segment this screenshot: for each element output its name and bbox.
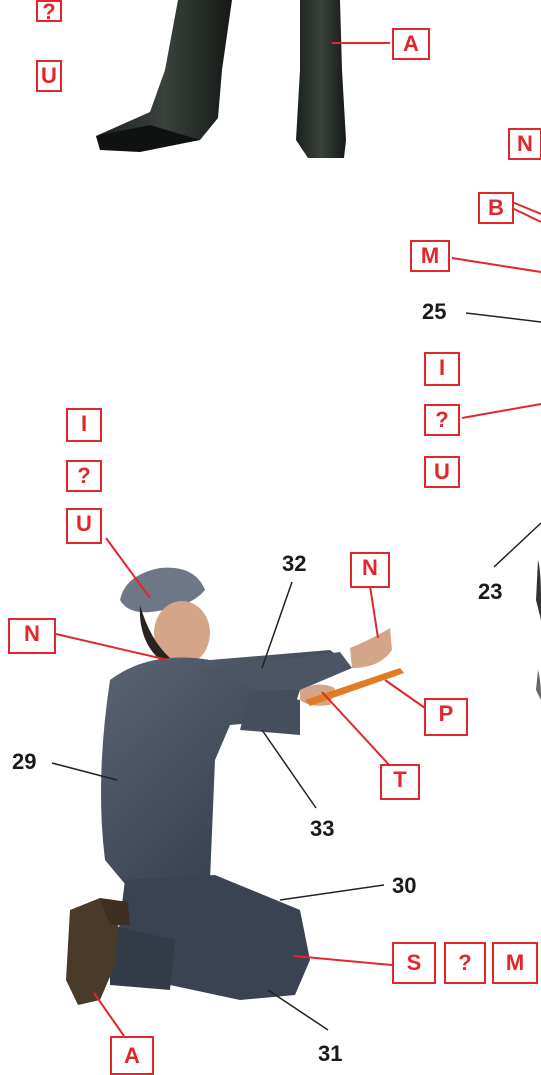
callout-t: T [380,764,420,800]
callout-n-right: N [508,128,541,160]
callout-i-left: I [66,408,102,442]
callout-m-right: M [410,240,450,272]
callout-q-left: ? [66,460,102,492]
callout-n-left: N [8,618,56,654]
callout-u-top: U [36,60,62,92]
part-number-23: 23 [478,579,503,604]
callout-u-right: U [424,456,460,488]
callout-i-right: I [424,352,460,386]
callout-m-s: M [492,942,538,984]
right-figure-fragment [536,560,541,700]
callout-s: S [392,942,436,984]
red-leader-lines [47,1,541,1037]
part-number-33: 33 [310,816,335,841]
callout-b-right: B [478,192,514,224]
callout-n-hand: N [350,552,390,588]
kneeling-figure [66,567,404,1005]
black-leader-lines [51,312,541,1031]
callout-q-s: ? [444,942,486,984]
part-number-32: 32 [282,551,307,576]
part-number-31: 31 [318,1041,343,1066]
part-number-29: 29 [12,749,37,774]
standing-figure-boots [96,0,346,158]
part-number-25: 25 [422,299,447,324]
callout-u-left: U [66,508,102,544]
callout-p: P [424,698,468,736]
part-number-30: 30 [392,873,417,898]
callout-q-right: ? [424,404,460,436]
callout-q-top: ? [36,0,62,23]
callout-a-bottom: A [110,1036,154,1075]
callout-a-top: A [392,28,430,60]
